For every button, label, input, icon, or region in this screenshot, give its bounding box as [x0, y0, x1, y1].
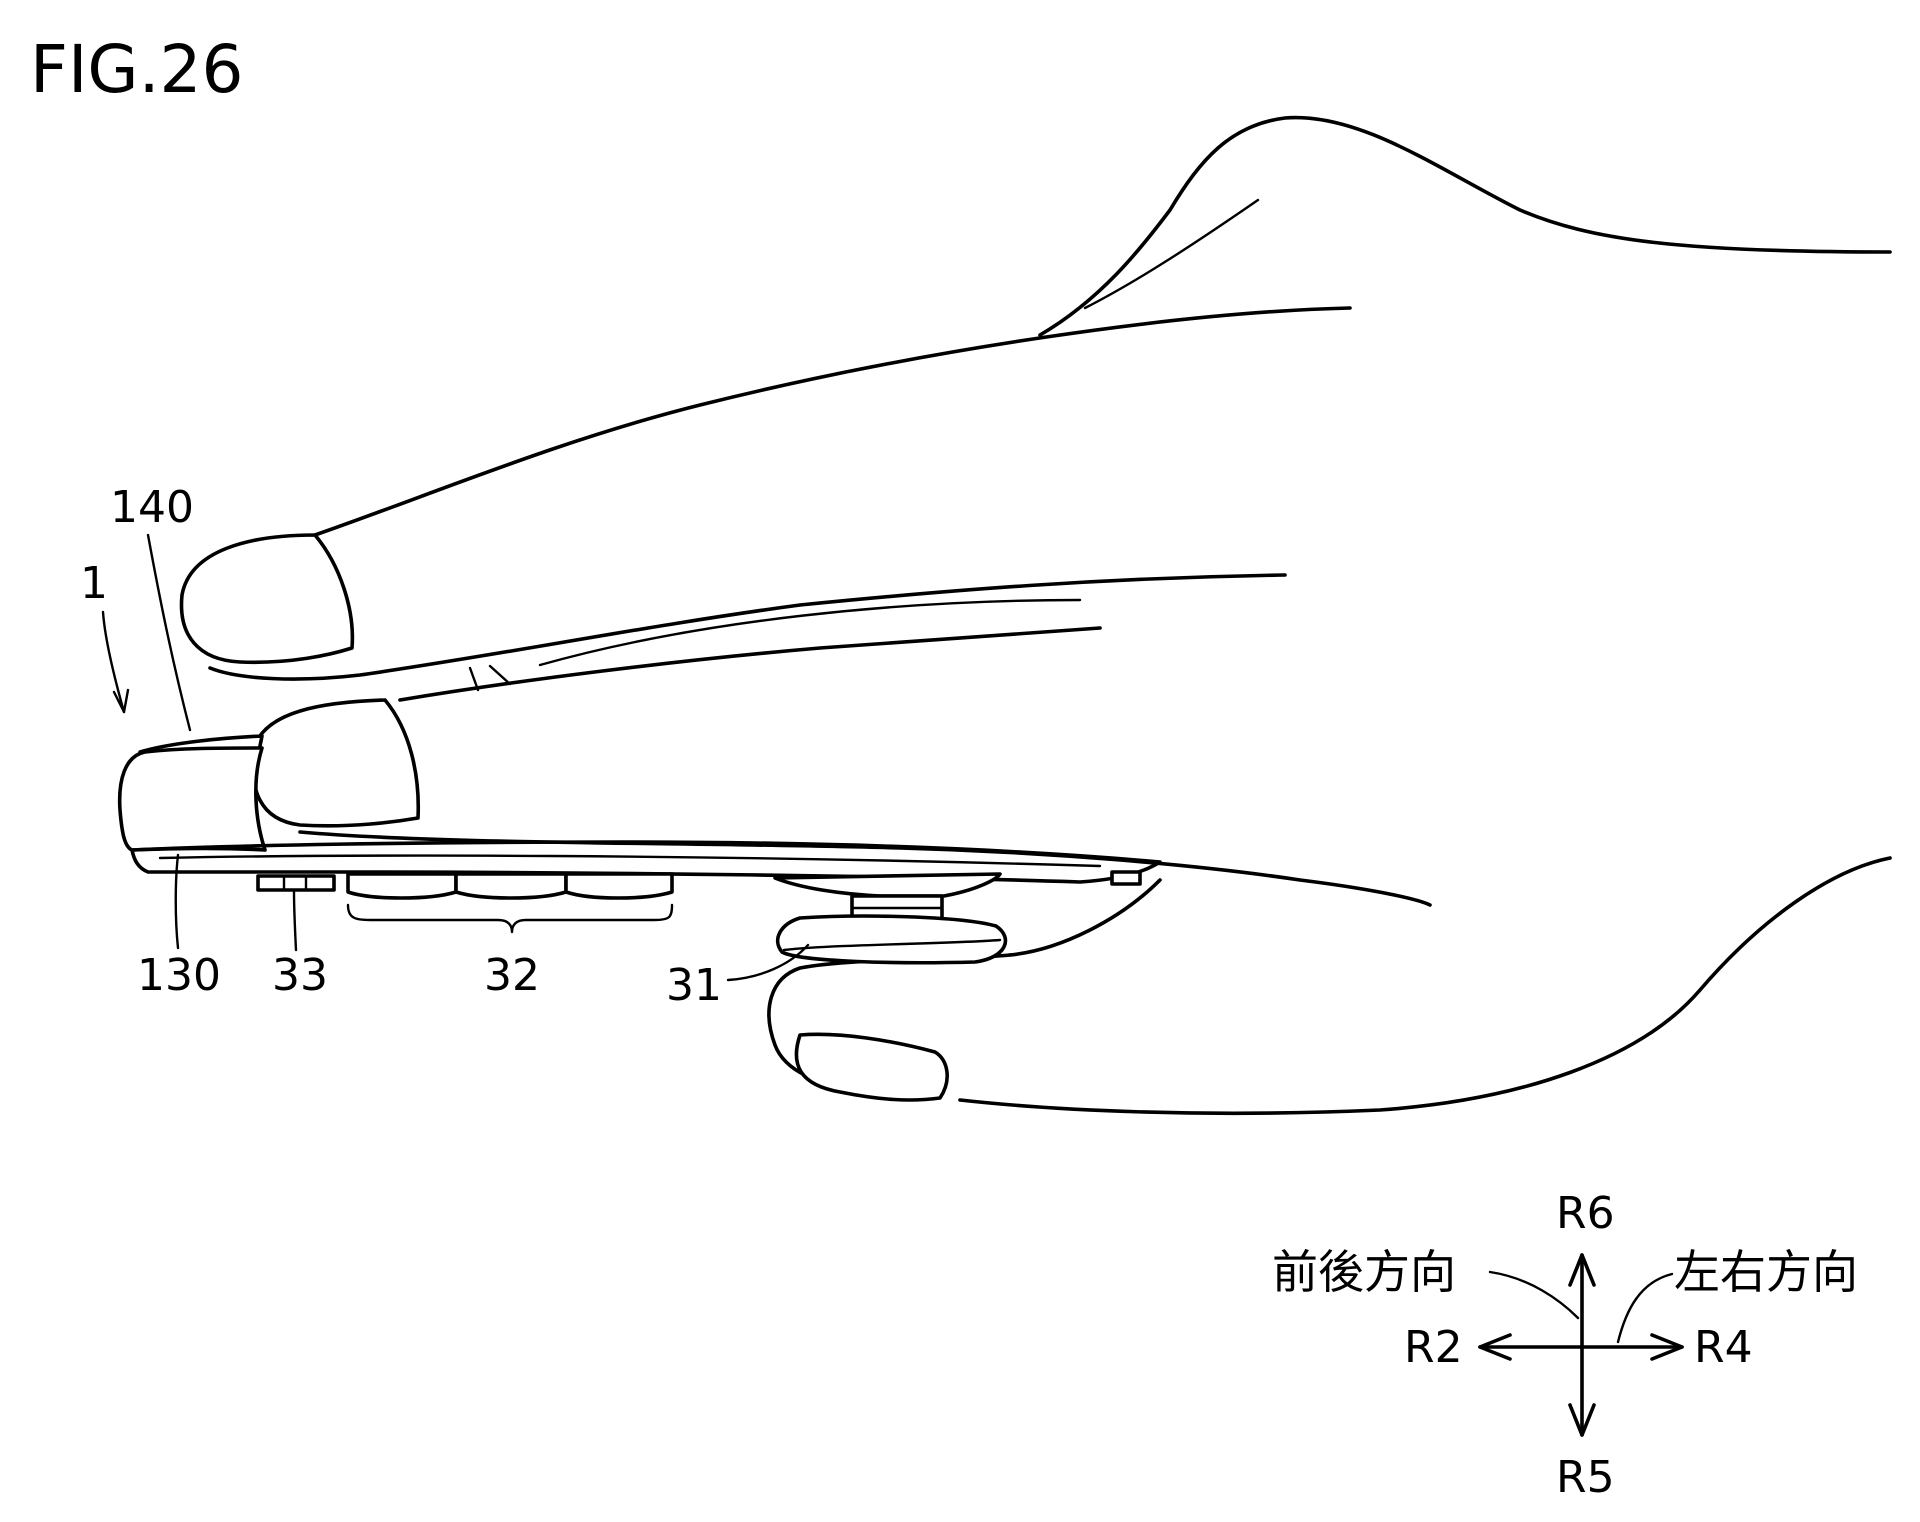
- brace-32: [346, 903, 674, 934]
- label-r5: R5: [1556, 1452, 1615, 1503]
- button-32: [564, 872, 674, 900]
- palm-outline: [958, 856, 1892, 1116]
- controller-device: [117, 734, 1162, 965]
- label-front-back: 前後方向: [1272, 1245, 1456, 1299]
- reference-labels: 1 140 130 33 32 31: [80, 482, 810, 1011]
- label-31: 31: [666, 960, 722, 1011]
- upper-finger-top: [313, 306, 1352, 537]
- lower-finger-top: [398, 626, 1102, 702]
- lower-fingertip: [251, 698, 421, 828]
- arrow-1-head: [112, 688, 130, 714]
- button-32: [454, 872, 568, 900]
- leader-140: [146, 533, 192, 732]
- finger-gap-line: [538, 598, 1082, 667]
- hand-back-outline: [1038, 115, 1892, 337]
- arrow-r4-head: [1650, 1333, 1684, 1361]
- figure-title: FIG.26: [30, 31, 244, 108]
- direction-indicator: R6 R5 R2 R4 前後方向 左右方向: [1272, 1188, 1858, 1503]
- stick-cap-31: [775, 914, 1008, 965]
- button-33: [256, 874, 336, 892]
- label-r2: R2: [1404, 1322, 1463, 1373]
- button-32: [346, 872, 458, 900]
- upper-finger-underside: [208, 573, 1287, 681]
- thumb-nail: [794, 1032, 949, 1102]
- controller-body: [130, 840, 1162, 884]
- label-left-right: 左右方向: [1674, 1245, 1858, 1299]
- arrow-r6-head: [1568, 1253, 1596, 1287]
- label-33: 33: [272, 950, 328, 1001]
- label-130: 130: [137, 950, 221, 1001]
- arrow-r5-head: [1568, 1403, 1596, 1437]
- label-32: 32: [484, 950, 540, 1001]
- front-cap-130: [117, 746, 267, 852]
- small-tab: [1110, 870, 1142, 886]
- controller-body-inner: [158, 854, 1102, 868]
- stick-base: [773, 872, 1002, 898]
- stick-cap-rim: [782, 938, 1002, 952]
- arrow-r2-head: [1478, 1333, 1512, 1361]
- leader-left-right: [1616, 1272, 1674, 1344]
- leader-31: [726, 943, 810, 982]
- leader-130: [174, 853, 180, 950]
- knuckle-crease: [1083, 198, 1260, 310]
- hand-drawing: [179, 115, 1892, 1116]
- arrow-1: [101, 610, 126, 714]
- label-140: 140: [110, 482, 194, 533]
- leader-33: [292, 890, 298, 952]
- upper-fingertip: [179, 533, 355, 665]
- leader-front-back: [1488, 1270, 1580, 1320]
- label-r6: R6: [1556, 1188, 1615, 1239]
- label-1: 1: [80, 558, 108, 609]
- label-r4: R4: [1694, 1322, 1753, 1373]
